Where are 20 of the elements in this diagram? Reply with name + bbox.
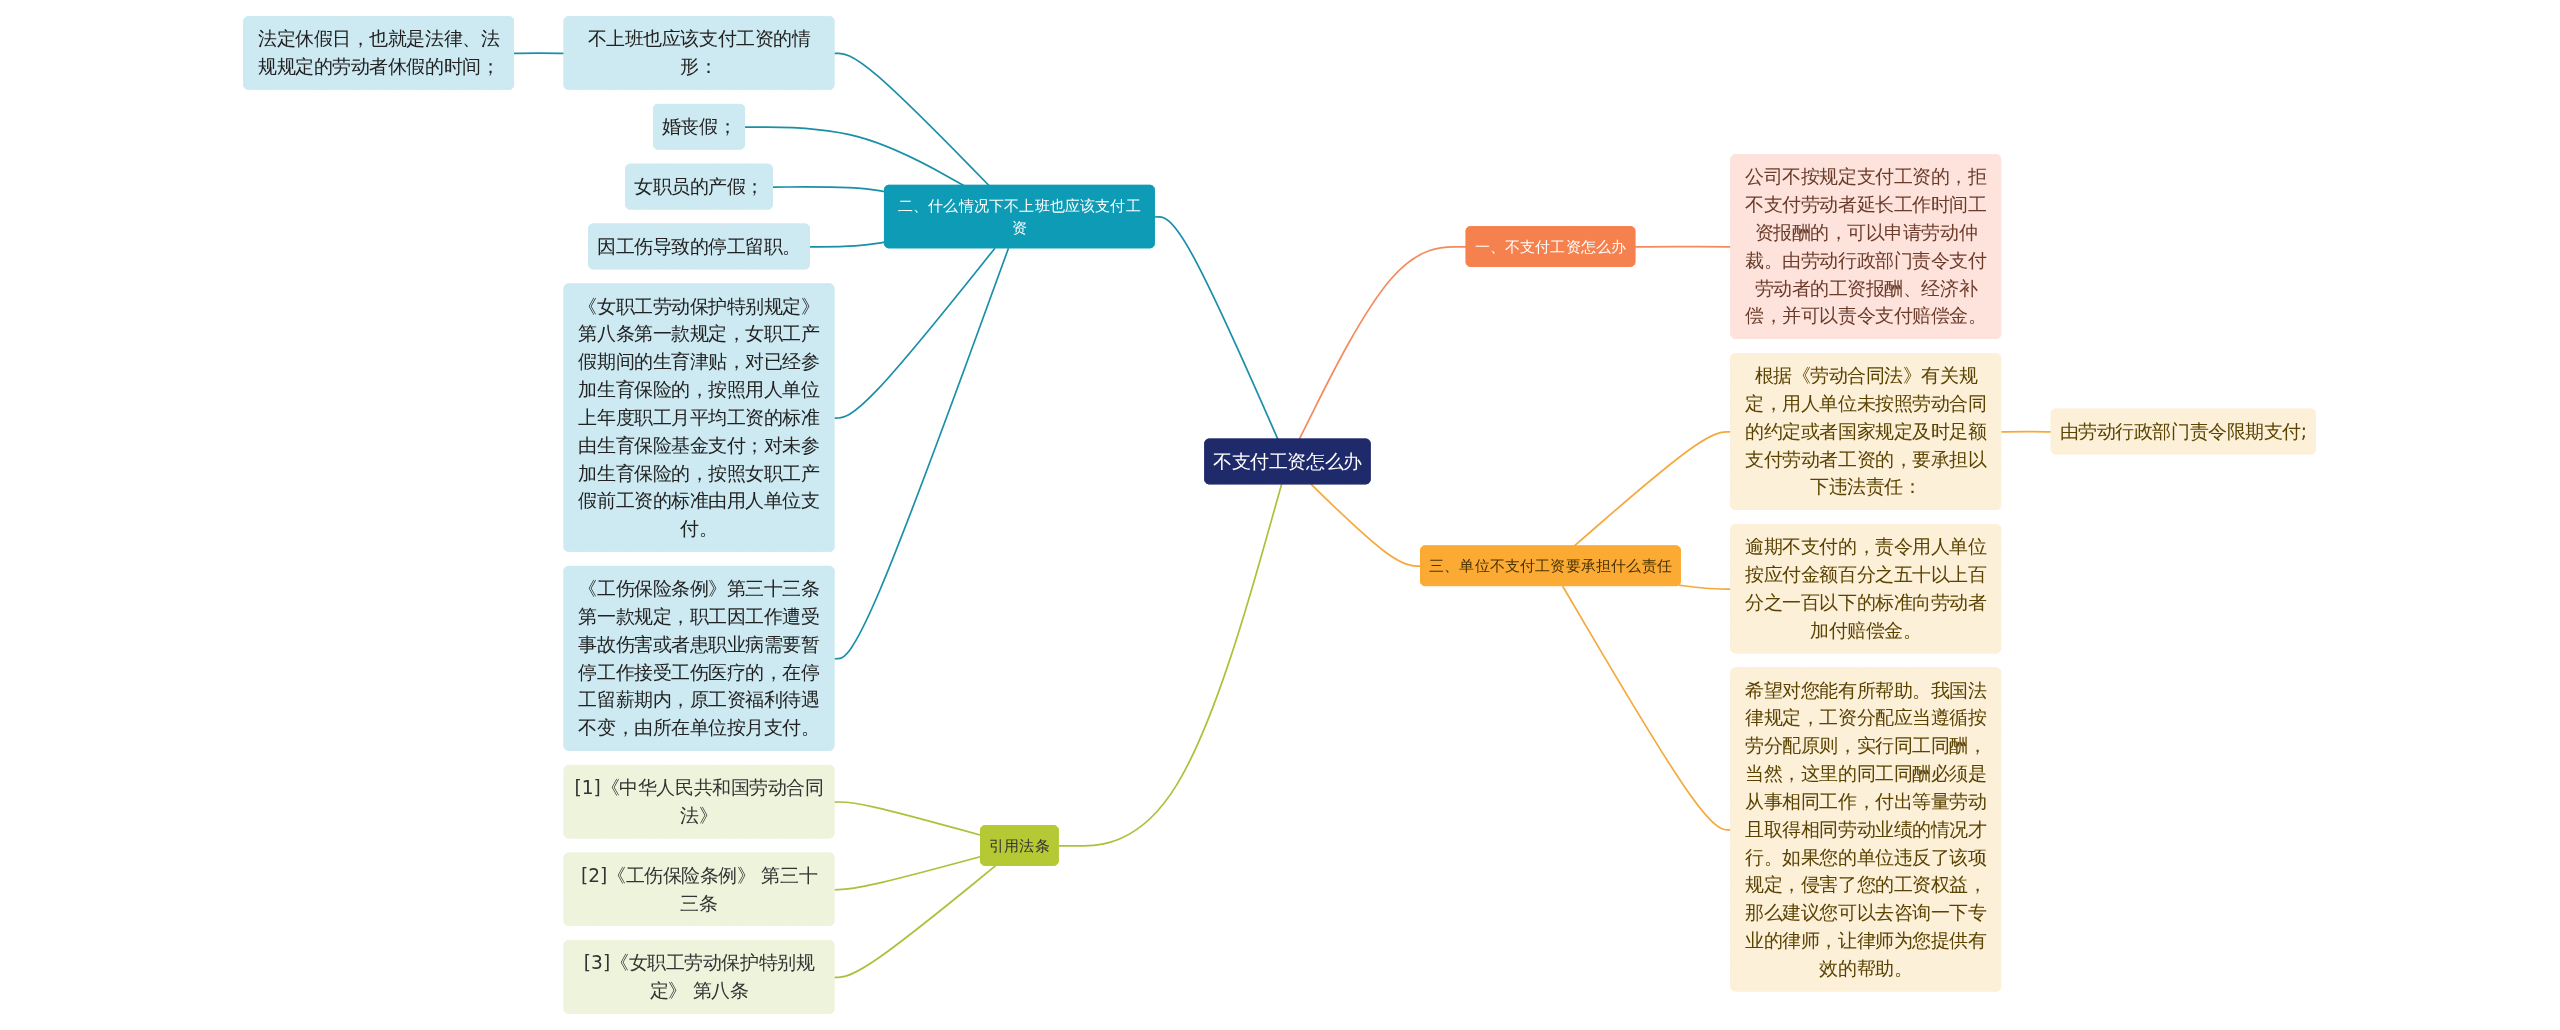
topic-box: 引用法条 (980, 825, 1059, 866)
subtopic-box: 婚丧假； (653, 104, 746, 150)
subtopic-box: 因工伤导致的停工留职。 (588, 223, 811, 270)
subtopic-box: 希望对您能有所帮助。我国法律规定，工资分配应当遵循按劳分配原则，实行同工同酬，当然，这里的同工同酬必须是从事相同工作，付出等量劳动且取得相同劳动业绩的情况才行。如果您的单位违反了该项规定，侵害了您的工资权益，那么建议您可以去咨询一下专业的律师，让律师为您提供有效的帮助。 (1730, 667, 2002, 992)
subtopic-box: 法定休假日，也就是法律、法规规定的劳动者休假的时间； (243, 16, 515, 90)
central-topic-box: 不支付工资怎么办 (1204, 438, 1371, 485)
topic-box: 一、不支付工资怎么办 (1466, 226, 1636, 267)
subtopic-box: 公司不按规定支付工资的，拒不支付劳动者延长工作时间工资报酬的，可以申请劳动仲裁。由劳动行政部门责令支付劳动者的工资报酬、经济补偿，并可以责令支付赔偿金。 (1730, 154, 2002, 339)
subtopic-box: 根据《劳动合同法》有关规定，用人单位未按照劳动合同的约定或者国家规定及时足额支付劳动者工资的，要承担以下违法责任： (1730, 353, 2002, 510)
subtopic-box: 由劳动行政部门责令限期支付; (2051, 408, 2317, 455)
subtopic-box: 女职员的产假； (625, 163, 774, 210)
subtopic-box: [1]《中华人民共和国劳动合同法》 (564, 764, 835, 839)
subtopic-box: [2]《工伤保险条例》 第三十三条 (564, 852, 835, 926)
subtopic-box: 不上班也应该支付工资的情形： (564, 16, 835, 90)
subtopic-box: [3]《女职工劳动保护特别规定》 第八条 (564, 940, 835, 1014)
subtopic-box: 逾期不支付的，责令用人单位按应付金额百分之五十以上百分之一百以下的标准向劳动者加付赔偿金。 (1730, 524, 2002, 654)
subtopic-box: 《工伤保险条例》第三十三条第一款规定，职工因工作遭受事故伤害或者患职业病需要暂停工作接受工伤医疗的，在停工留薪期内，原工资福利待遇不变，由所在单位按月支付。 (564, 566, 835, 751)
topic-box: 三、单位不支付工资要承担什么责任 (1420, 545, 1682, 586)
subtopic-box: 《女职工劳动保护特别规定》第八条第一款规定，女职工产假期间的生育津贴，对已经参加生育保险的，按照用人单位上年度职工月平均工资的标准由生育保险基金支付；对未参加生育保险的，按照女职工产假前工资的标准由用人单位支付。 (564, 283, 835, 552)
topic-box: 二、什么情况下不上班也应该支付工资 (884, 184, 1156, 249)
